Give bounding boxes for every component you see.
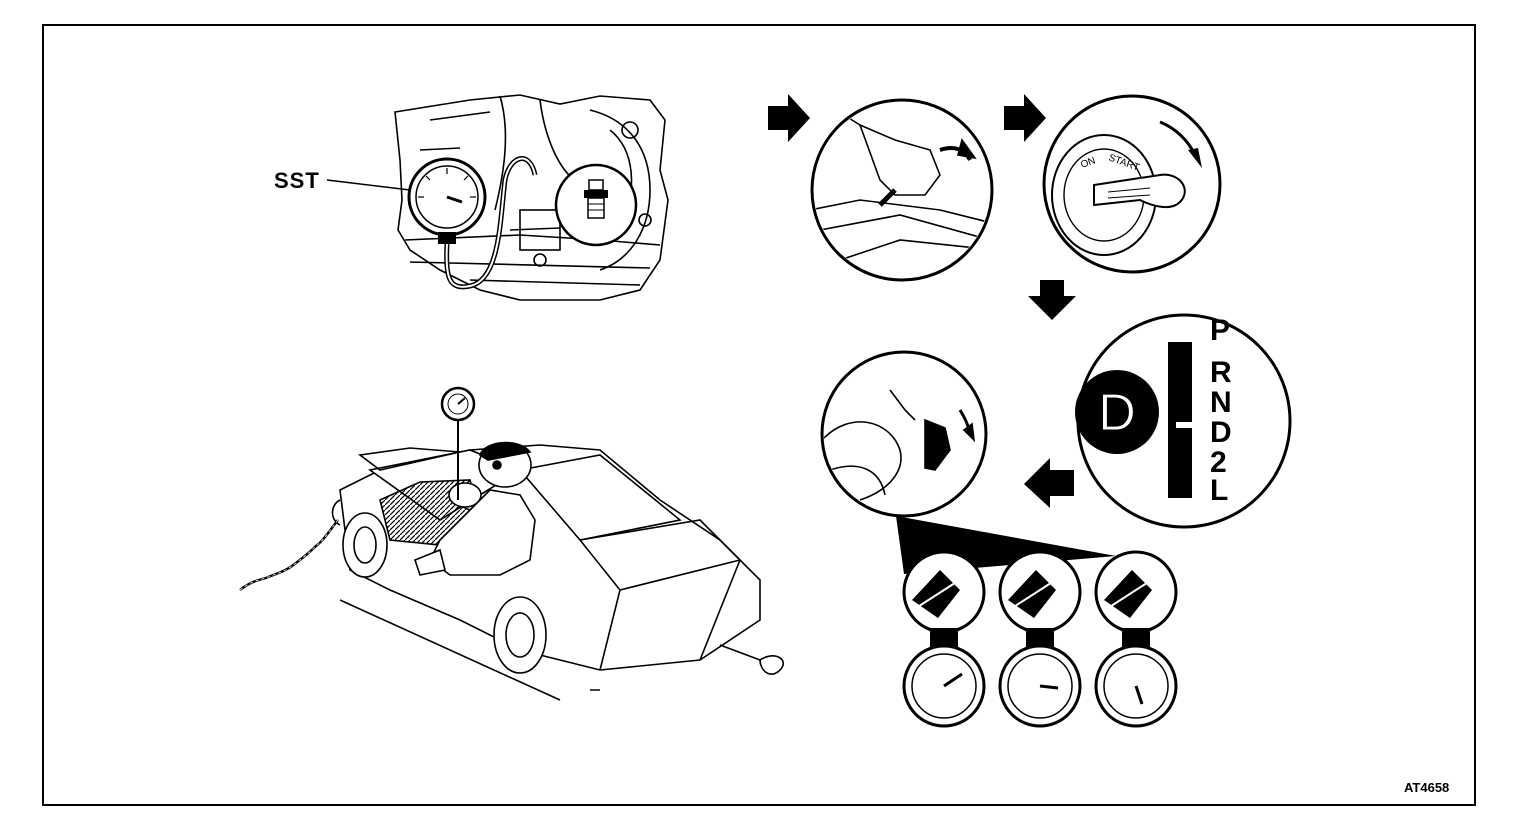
sst-leader-line: [326, 179, 411, 191]
step-circle-brake-pedal: [820, 350, 988, 518]
step-circle-ignition: ON START: [1042, 94, 1222, 274]
step-arrow-4: [1024, 458, 1074, 508]
sst-label: SST: [274, 168, 320, 193]
step-arrow-2: [1004, 94, 1046, 142]
step-arrow-3: [1028, 280, 1076, 320]
shift-pos-p: P: [1210, 314, 1230, 347]
result-set-3: [1094, 550, 1178, 728]
shift-pos-d: D: [1210, 416, 1232, 449]
ignition-on-label: ON: [1079, 155, 1097, 170]
shift-pos-n: N: [1210, 386, 1232, 419]
step-circle-parking-brake: [810, 98, 994, 282]
plug-detail-icon: [554, 163, 638, 247]
result-set-1: [902, 550, 986, 728]
cabin-gauge-icon: [440, 386, 476, 500]
shift-pos-2: 2: [1210, 446, 1227, 479]
tow-chain-icon: [239, 519, 339, 591]
result-set-2: [998, 550, 1082, 728]
stall-test-car-illustration: [331, 444, 784, 701]
figure-code: AT4658: [1404, 780, 1450, 795]
selected-gear-label: D: [1098, 384, 1136, 442]
shift-pos-l: L: [1210, 474, 1228, 507]
figure-frame: [42, 24, 1476, 806]
shift-gate-bar: [1168, 342, 1192, 498]
sst-gauge: [407, 156, 538, 290]
shift-pointer: [1176, 422, 1192, 428]
mechanic-figure: [414, 441, 536, 576]
shift-pos-r: R: [1210, 356, 1232, 389]
step-arrow-1: [768, 94, 810, 142]
step-circle-shift-lever: D P R N D 2 L: [1075, 313, 1292, 529]
